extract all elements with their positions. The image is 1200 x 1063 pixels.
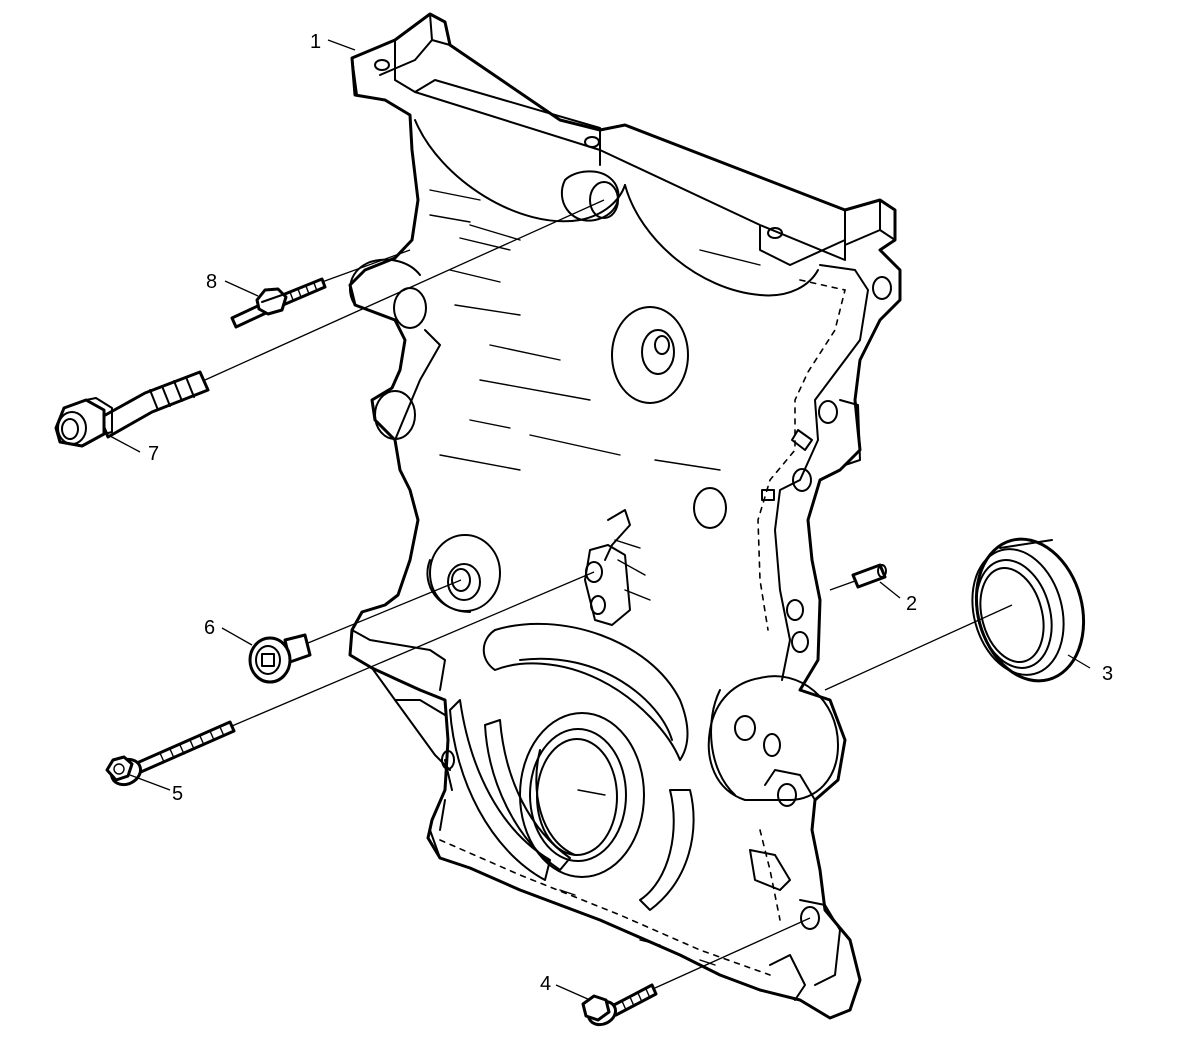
callout-4: 4	[540, 973, 551, 995]
crankshaft-front-seal	[971, 537, 1086, 683]
bolt-7	[54, 370, 210, 448]
front-cover	[348, 12, 902, 1020]
callout-5: 5	[172, 783, 183, 805]
bolt-4	[581, 983, 658, 1027]
callout-labels: 1 2 3 4 5 6 7 8	[148, 31, 1113, 995]
callout-3: 3	[1102, 663, 1113, 685]
dowel-pin	[851, 563, 887, 589]
callout-6: 6	[204, 617, 215, 639]
plug-6	[248, 633, 312, 684]
leader-lines	[109, 39, 1091, 1001]
callout-8: 8	[206, 271, 217, 293]
callout-7: 7	[148, 443, 159, 465]
stud-8	[230, 277, 327, 329]
callout-1: 1	[310, 31, 321, 53]
callout-2: 2	[906, 593, 917, 615]
bolt-5	[105, 720, 236, 787]
